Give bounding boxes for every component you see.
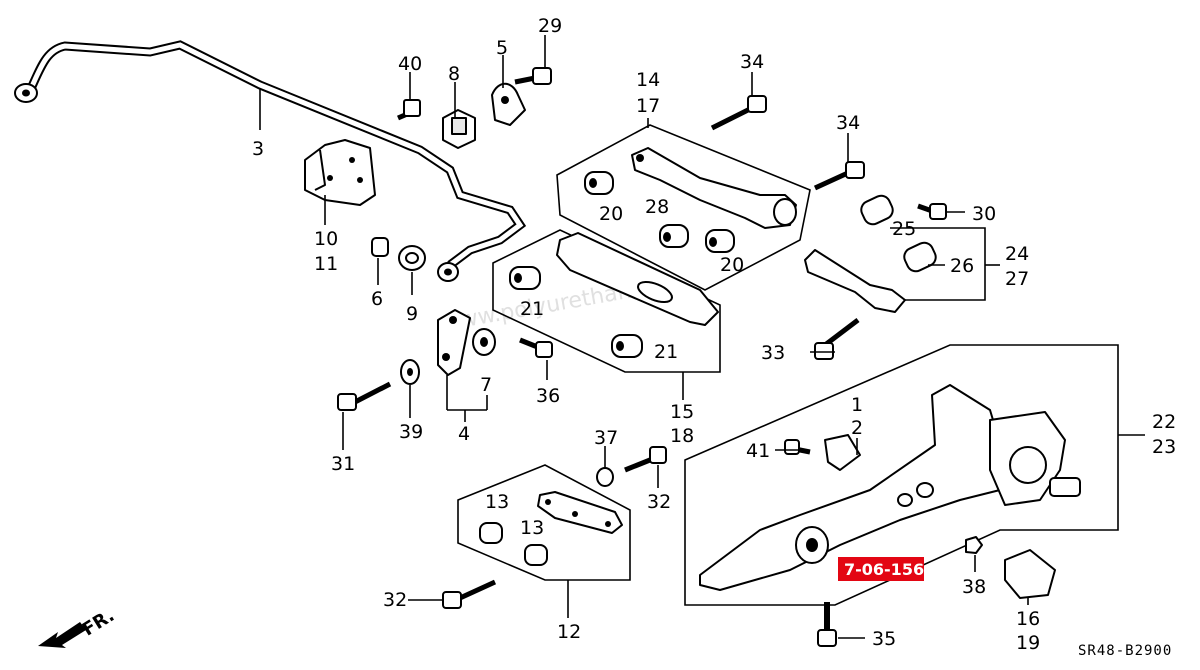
knuckle-hub [989, 411, 1081, 506]
label-21b: 21 [654, 341, 678, 363]
trailing-arm [699, 384, 1006, 591]
label-7: 7 [480, 374, 492, 396]
highlight-badge: 7-06-156 [838, 557, 924, 581]
label-32a: 32 [647, 491, 671, 513]
label-30: 30 [972, 203, 996, 225]
label-34b: 34 [836, 112, 860, 134]
clamp-5 [491, 82, 526, 126]
bushing-20b [705, 229, 735, 253]
bolt-34a [710, 95, 767, 131]
bushing-9 [398, 245, 426, 271]
label-13a: 13 [485, 491, 509, 513]
label-3: 3 [252, 138, 264, 160]
label-29: 29 [538, 15, 562, 37]
bolt-30 [917, 203, 947, 220]
label-20b: 20 [720, 254, 744, 276]
label-37: 37 [594, 427, 618, 449]
bolt-41 [784, 439, 811, 455]
bolt-35 [817, 602, 837, 647]
bolt-32a [624, 446, 667, 473]
leader-lines [259, 35, 1145, 639]
label-4: 4 [458, 423, 470, 445]
label-15: 15 [670, 401, 694, 423]
label-13b: 13 [520, 517, 544, 539]
front-direction-arrow: FR. [38, 605, 118, 648]
label-23: 23 [1152, 436, 1176, 458]
label-27: 27 [1005, 268, 1029, 290]
label-11: 11 [314, 253, 338, 275]
bolt-40 [397, 99, 421, 121]
label-40: 40 [398, 53, 422, 75]
label-25: 25 [892, 218, 916, 240]
bolt-31 [337, 381, 392, 411]
bushing-26 [903, 241, 937, 273]
label-17: 17 [636, 95, 660, 117]
bushing-25 [860, 194, 894, 226]
label-6: 6 [371, 288, 383, 310]
label-20a: 20 [599, 203, 623, 225]
stabilizer-bar [14, 40, 527, 282]
lower-arm [556, 232, 719, 326]
label-39: 39 [399, 421, 423, 443]
label-18: 18 [670, 425, 694, 447]
label-24: 24 [1005, 243, 1029, 265]
label-9: 9 [406, 303, 418, 325]
label-38: 38 [962, 576, 986, 598]
nut-37 [596, 467, 614, 487]
label-21a: 21 [520, 298, 544, 320]
compensator-arm [804, 249, 906, 313]
label-5: 5 [496, 37, 508, 59]
label-31: 31 [331, 453, 355, 475]
bolt-34b [813, 161, 865, 191]
bolt-32b [442, 579, 497, 609]
bushing-21b [611, 334, 643, 358]
label-12: 12 [557, 621, 581, 643]
link-group-box [457, 464, 631, 581]
stabilizer-bracket [304, 139, 376, 206]
bracket-1-2 [824, 434, 861, 471]
label-8: 8 [448, 63, 460, 85]
direction-label: FR. [79, 605, 118, 640]
bushing-20a [584, 171, 614, 195]
label-1: 1 [851, 394, 863, 416]
bushing-21a [509, 266, 541, 290]
label-2: 2 [851, 417, 863, 439]
compensator-arm-box [890, 227, 986, 301]
collar-6 [371, 237, 389, 257]
bushing-8 [442, 109, 476, 149]
nut-38 [965, 536, 983, 554]
bushing-13a [479, 522, 503, 544]
label-10: 10 [314, 228, 338, 250]
label-19: 19 [1016, 632, 1040, 654]
upper-arm [631, 147, 797, 229]
bolt-36 [519, 337, 553, 358]
bushing-28 [659, 224, 689, 248]
bracket-16-19 [1004, 549, 1056, 599]
bushing-13b [524, 544, 548, 566]
label-28: 28 [645, 196, 669, 218]
highlight-text: 7-06-156 [844, 560, 924, 579]
label-41: 41 [746, 440, 770, 462]
link-12 [537, 491, 623, 534]
label-36: 36 [536, 385, 560, 407]
upper-arm-group-box [556, 124, 811, 291]
diagram-code: SR48-B2900 [1078, 643, 1172, 659]
bolt-33 [814, 318, 860, 360]
trailing-arm-box [684, 344, 1119, 606]
washer-39 [400, 359, 420, 385]
label-22: 22 [1152, 411, 1176, 433]
bolt-29 [514, 67, 552, 85]
stabilizer-link-4 [437, 309, 471, 376]
label-14: 14 [636, 69, 660, 91]
label-34a: 34 [740, 51, 764, 73]
label-16: 16 [1016, 608, 1040, 630]
part-labels: 3 40 8 5 29 10 11 6 9 7 4 39 31 36 14 17… [252, 15, 1176, 654]
label-26: 26 [950, 255, 974, 277]
bushing-7 [472, 328, 496, 356]
label-35: 35 [872, 628, 896, 650]
label-32b: 32 [383, 589, 407, 611]
label-33: 33 [761, 342, 785, 364]
lower-arm-group-box [492, 229, 721, 373]
